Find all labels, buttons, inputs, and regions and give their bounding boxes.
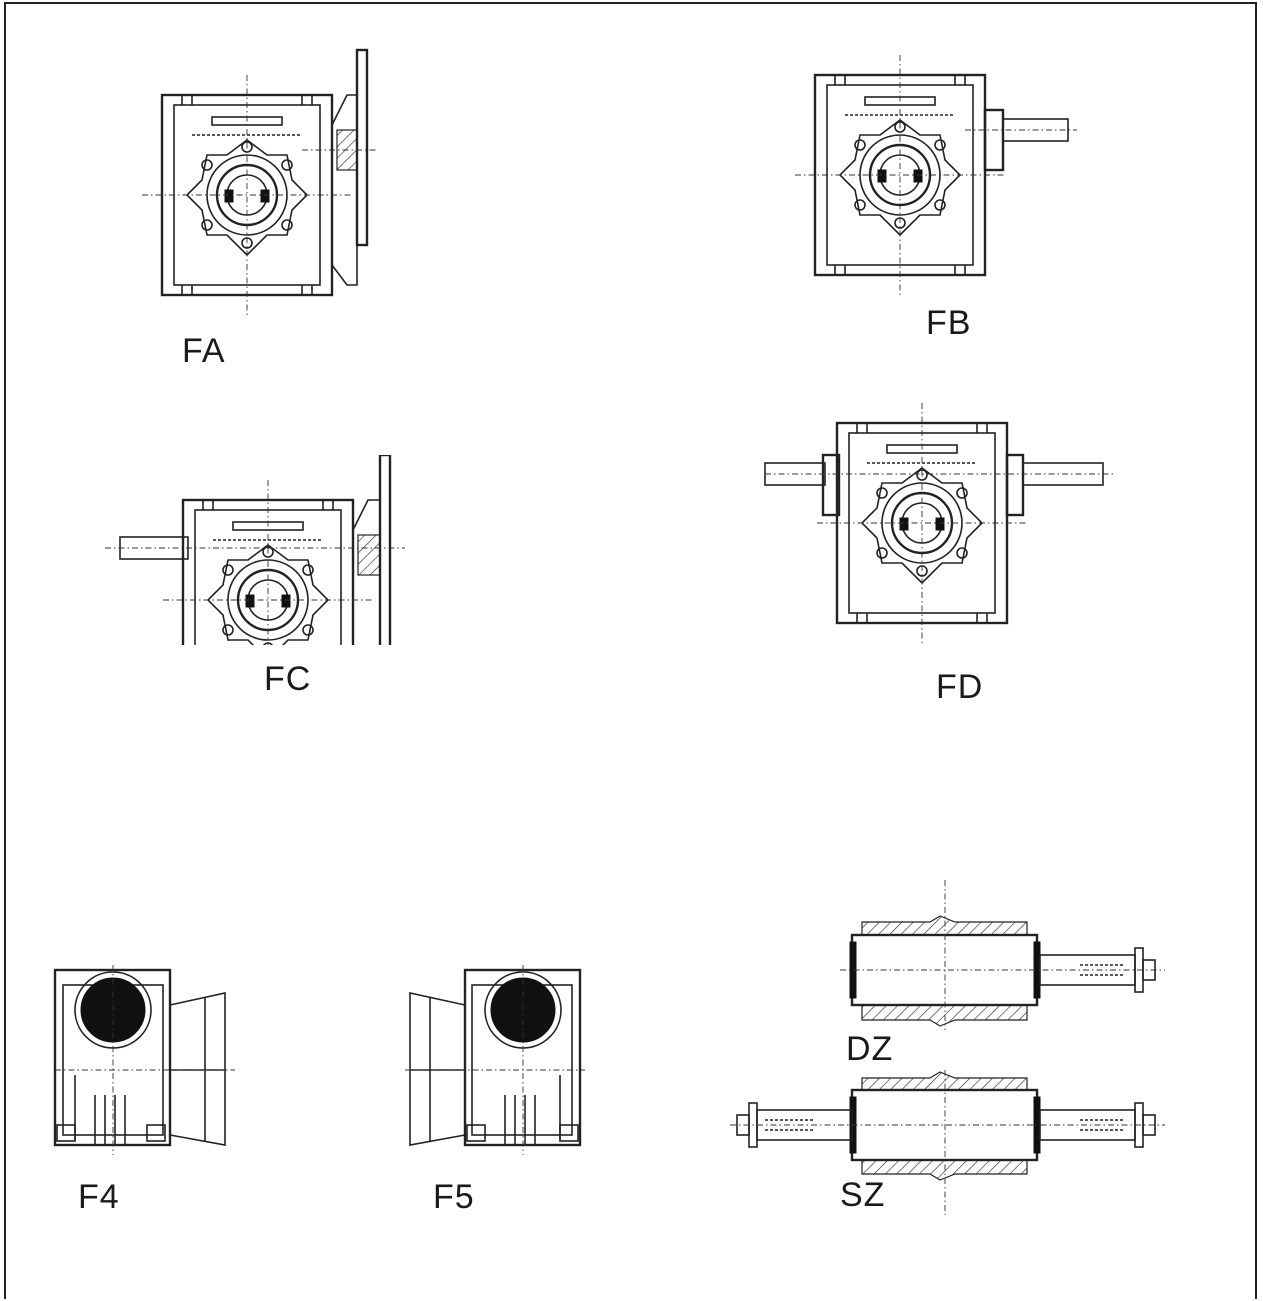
fa-gearbox-drawing xyxy=(140,48,377,317)
dz-label: DZ xyxy=(846,1030,894,1068)
fd-label: FD xyxy=(936,668,984,706)
sz-label: SZ xyxy=(840,1176,886,1214)
f5-label: F5 xyxy=(433,1178,475,1216)
fc-gearbox-drawing xyxy=(105,455,405,645)
dz-shaft-drawing xyxy=(840,880,1165,1030)
fc-label: FC xyxy=(264,660,312,698)
fa-label: FA xyxy=(182,332,226,370)
fd-gearbox-drawing xyxy=(764,401,1115,645)
f5-gearbox-drawing xyxy=(405,965,585,1155)
f4-gearbox-drawing xyxy=(53,965,235,1155)
f4-label: F4 xyxy=(78,1178,120,1216)
page-frame xyxy=(4,2,1257,1299)
fb-label: FB xyxy=(926,304,972,342)
sz-shaft-drawing xyxy=(730,1070,1165,1215)
fb-gearbox-drawing xyxy=(793,53,1077,297)
